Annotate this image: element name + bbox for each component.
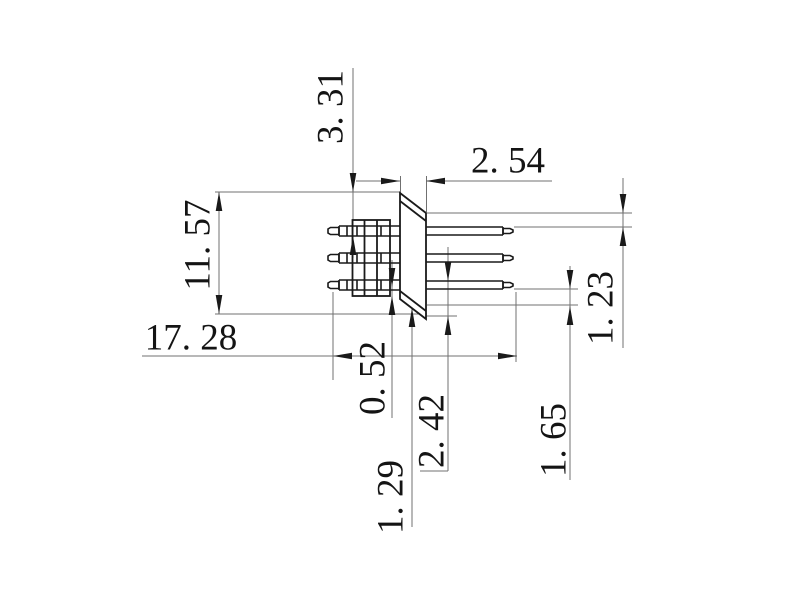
dim-label-11-57: 11. 57	[177, 199, 219, 291]
dim-label-3-31: 3. 31	[310, 70, 352, 144]
pins	[327, 225, 514, 291]
dim-label-1-29: 1. 29	[370, 460, 412, 534]
extension-lines	[215, 176, 632, 472]
pin-bottom	[327, 279, 514, 291]
mounting-plate	[399, 191, 427, 321]
dim-label-17-28: 17. 28	[144, 317, 238, 359]
dim-label-2-54: 2. 54	[471, 140, 545, 182]
pin-middle	[327, 252, 514, 264]
dim-label-2-42: 2. 42	[411, 394, 453, 468]
pin-top	[327, 225, 514, 237]
dim-label-1-65: 1. 65	[533, 403, 575, 477]
connector-housing	[351, 219, 391, 297]
dim-label-0-52: 0. 52	[352, 341, 394, 415]
dim-label-1-23: 1. 23	[580, 271, 622, 345]
